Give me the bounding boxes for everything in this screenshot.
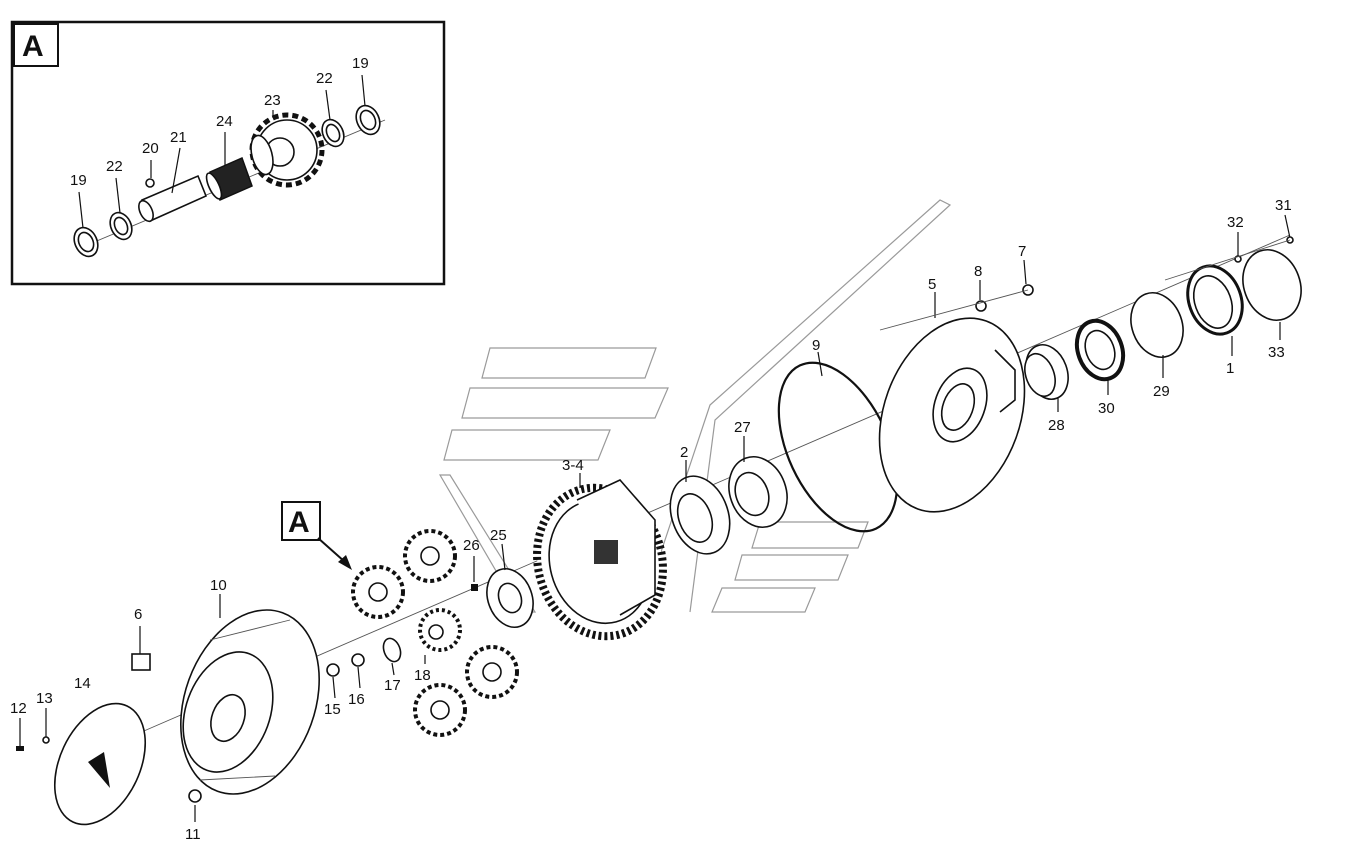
- label-12: 12: [10, 700, 27, 717]
- label-27: 27: [734, 419, 751, 436]
- label-26: 26: [463, 537, 480, 554]
- detail-label-19-left: 19: [70, 172, 87, 189]
- label-5: 5: [928, 276, 936, 293]
- planet-gears-18: [351, 529, 519, 737]
- bearing-2: [669, 475, 731, 555]
- end-cover-14: [53, 702, 147, 826]
- label-33: 33: [1268, 344, 1285, 361]
- label-1: 1: [1226, 360, 1234, 377]
- seal-27: [728, 456, 788, 528]
- label-15: 15: [324, 701, 341, 718]
- nut-15: [326, 663, 340, 677]
- label-2: 2: [680, 444, 688, 461]
- background-watermark: [438, 199, 952, 616]
- carrier-25: [486, 568, 534, 628]
- label-17: 17: [384, 677, 401, 694]
- label-25: 25: [490, 527, 507, 544]
- label-30: 30: [1098, 400, 1115, 417]
- callout-label: A: [288, 506, 310, 539]
- detail-view-label-box: [13, 23, 59, 67]
- pin-21: [138, 174, 208, 223]
- washer-22-left: [109, 211, 133, 241]
- gear-23: [249, 112, 325, 188]
- bolt-6: [131, 626, 151, 671]
- shim-29: [1130, 292, 1184, 358]
- label-8: 8: [974, 263, 982, 280]
- housing-5: [878, 317, 1026, 513]
- label-29: 29: [1153, 383, 1170, 400]
- label-7: 7: [1018, 243, 1026, 260]
- label-14: 14: [74, 675, 91, 692]
- circlip-19-left: [73, 226, 99, 258]
- detail-label-20: 20: [142, 140, 159, 157]
- detail-label-21: 21: [170, 129, 187, 146]
- cover-ring-33: [1242, 249, 1302, 321]
- label-3-4: 3-4: [562, 457, 584, 474]
- clip-17: [382, 637, 402, 663]
- label-11: 11: [185, 826, 201, 843]
- label-28: 28: [1048, 417, 1065, 434]
- ring-gear-3-4: [533, 479, 667, 641]
- detail-view-a: A: [10, 20, 446, 286]
- washer-22-right: [321, 118, 345, 148]
- label-10: 10: [210, 577, 227, 594]
- detail-view-label: A: [22, 30, 44, 63]
- nut-11: [188, 789, 202, 803]
- label-6: 6: [134, 606, 142, 623]
- hub-10: [180, 609, 320, 795]
- label-16: 16: [348, 691, 365, 708]
- label-9: 9: [812, 337, 820, 354]
- label-32: 32: [1227, 214, 1244, 231]
- label-31: 31: [1275, 197, 1292, 214]
- needle-bearing-24: [205, 156, 253, 202]
- circlip-19-right: [355, 104, 381, 136]
- ball-16: [351, 653, 365, 667]
- ring-1: [1186, 264, 1244, 336]
- sleeve-28: [1024, 344, 1069, 400]
- callout-a: A: [281, 501, 352, 570]
- detail-label-22-left: 22: [106, 158, 123, 175]
- ball-20: [145, 178, 155, 188]
- label-13: 13: [36, 690, 53, 707]
- detail-label-23: 23: [264, 92, 281, 109]
- label-18: 18: [414, 667, 431, 684]
- detail-label-22-right: 22: [316, 70, 333, 87]
- bolt-26: [471, 584, 478, 591]
- seal-30: [1074, 318, 1126, 382]
- detail-label-19-right: 19: [352, 55, 369, 72]
- detail-label-24: 24: [216, 113, 233, 130]
